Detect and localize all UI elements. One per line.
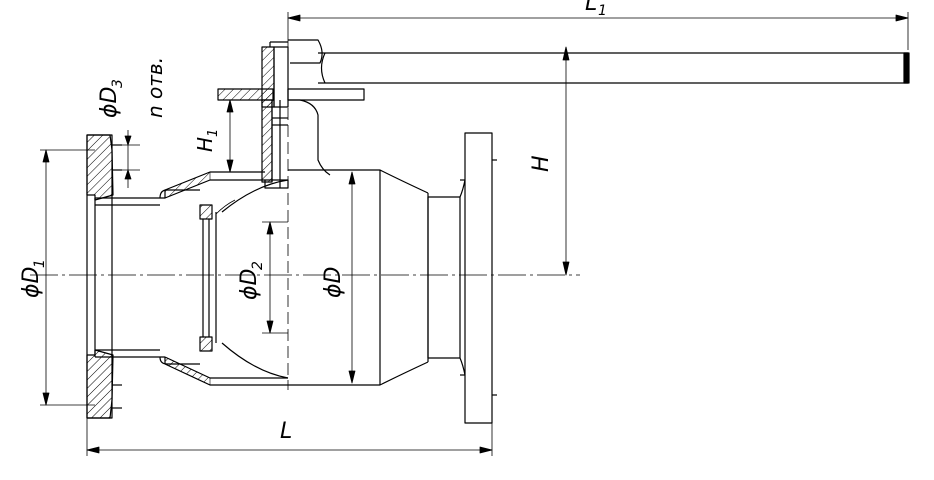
dimension-D	[348, 171, 356, 384]
label-D2: ϕD	[237, 269, 262, 300]
label-D: ϕD	[321, 267, 346, 298]
label-D2-sub: 2	[250, 261, 266, 270]
label-L1: L	[585, 0, 597, 16]
right-flange	[464, 132, 493, 424]
stem-housing	[261, 99, 289, 189]
ball-section	[221, 179, 289, 379]
label-D1: ϕD	[19, 267, 44, 298]
dimension-D2	[262, 221, 288, 334]
label-H: H	[529, 155, 554, 172]
label-D3: ϕD	[97, 87, 122, 118]
dimension-D1	[40, 149, 95, 406]
label-D3-sub: 3	[110, 79, 126, 88]
label-H1-sub: 1	[206, 129, 221, 137]
dimension-L1	[287, 12, 909, 50]
dimension-H	[562, 46, 570, 276]
handle-bar	[318, 52, 910, 84]
left-flange	[86, 134, 122, 419]
dimension-L	[86, 418, 493, 456]
dimension-H1	[226, 99, 234, 173]
seat-rings	[199, 204, 217, 352]
label-H1: H	[193, 137, 217, 152]
label-L1-sub: 1	[598, 3, 607, 19]
handle-mount	[217, 39, 365, 176]
right-body	[288, 169, 466, 386]
left-pipe	[94, 189, 200, 365]
label-D1-sub: 1	[32, 259, 48, 268]
label-holes: n отв.	[143, 57, 167, 118]
left-body-shell	[164, 171, 288, 386]
dimension-D3	[112, 130, 140, 188]
label-L: L	[280, 419, 292, 444]
